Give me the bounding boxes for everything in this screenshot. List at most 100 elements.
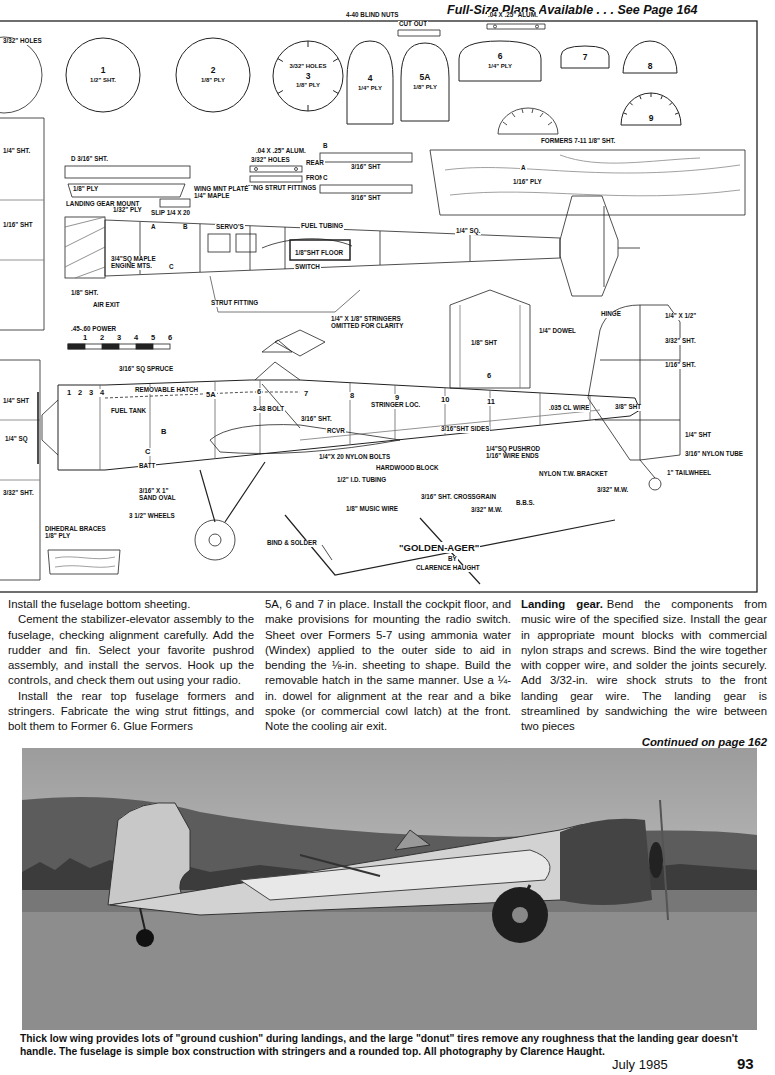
photo-caption: Thick low wing provides lots of "ground … <box>20 1033 757 1058</box>
former-number: 1 <box>100 66 107 75</box>
former-outline: 8 <box>622 40 678 74</box>
former-outline: 1 1/2" SHT. <box>65 37 141 113</box>
part-label: REMOVABLE HATCH <box>134 387 199 394</box>
part-label: DIHEDRAL BRACES 1/8" PLY <box>44 526 108 540</box>
body-text: Install the rear top fuselage formers an… <box>8 690 254 733</box>
former-outline: 61/4" PLY <box>458 40 542 82</box>
part-label: 1/8" SHT. <box>70 290 99 297</box>
part-label: A <box>520 165 527 172</box>
part-label: HINGE <box>600 311 622 318</box>
material-label: 1/2" SHT. <box>89 77 117 83</box>
part-label: 3/32" M.W. <box>470 507 503 514</box>
part-label: 1/32" PLY <box>112 207 143 214</box>
part-label: FORMERS 7-11 1/8" SHT. <box>540 138 616 145</box>
part-label: 1/4" SHT <box>684 432 712 439</box>
former-text: 3/32" HOLES31/8" PLY <box>272 40 344 112</box>
callout-number: 6 <box>167 334 173 342</box>
part-label: 1/8"SHT FLOOR <box>294 250 344 257</box>
paragraph: Continued on page 162 <box>521 735 767 750</box>
part-label: 1/4" X 1/8" STRINGERS OMITTED FOR CLARIT… <box>330 316 424 330</box>
part-label: 3/16" SHT. <box>300 416 333 423</box>
former-outline: 5A1/8" PLY <box>400 42 450 122</box>
part-label: D 3/16" SHT. <box>70 156 109 163</box>
part-label: C <box>168 264 175 271</box>
callout-number: 10 <box>440 396 450 404</box>
part-label: WING MNT PLATE 1/4" MAPLE <box>193 186 253 200</box>
callout-number: 3 <box>88 389 94 397</box>
part-label: .04 X .25" ALUM. <box>487 12 539 19</box>
callout-number: 7 <box>303 390 309 398</box>
paragraph: Install the fuselage bottom sheeting. <box>8 597 254 612</box>
part-label: FUEL TANK <box>110 408 147 415</box>
plan-drawing <box>0 21 757 592</box>
callout-number: 8 <box>349 392 355 400</box>
former-text: 9 <box>620 92 682 126</box>
part-label: STRINGER LOC. <box>370 402 421 409</box>
material-label: 1/4" PLY <box>357 85 383 91</box>
part-label: 3/32" HOLES <box>2 38 43 45</box>
former-number: 6 <box>497 52 504 61</box>
former-text: 5A1/8" PLY <box>400 42 450 122</box>
part-label: RCVR <box>326 428 346 435</box>
part-label: 1/4" SHT. <box>2 148 31 155</box>
former-outline: 7 <box>560 45 610 69</box>
paragraph: Landing gear.Bend the components from mu… <box>521 597 767 735</box>
callout-number: 9 <box>394 394 400 402</box>
callout-number: 1 <box>82 334 88 342</box>
part-label: 1/2" I.D. TUBING <box>336 477 387 484</box>
body-text: Install the fuselage bottom sheeting. <box>8 598 190 610</box>
part-label: FUEL TUBING <box>300 223 344 230</box>
part-label: SWITCH <box>294 264 321 271</box>
part-label: B <box>322 143 329 150</box>
part-label: BATT <box>138 463 156 470</box>
callout-number: 6 <box>486 372 492 380</box>
part-label: 1/4" SHT <box>2 398 30 405</box>
paragraph: 5A, 6 and 7 in place. Install the cockpi… <box>265 597 511 735</box>
former-number: 8 <box>647 62 654 71</box>
part-label: 1/4"SQ PUSHROD 1/16" WIRE ENDS <box>485 446 549 460</box>
callout-number: 4 <box>99 389 105 397</box>
part-label: 3/32" SHT. <box>2 490 35 497</box>
part-label: 1/8" SHT <box>470 340 498 347</box>
former-number: 3 <box>305 72 312 81</box>
callout-number: 5 <box>150 334 156 342</box>
part-label: 3/16" NYLON TUBE <box>684 451 744 458</box>
former-number: 4 <box>367 74 374 83</box>
part-label: 1/16" PLY <box>512 179 543 186</box>
photo <box>22 748 757 1030</box>
part-label: 4-40 BLIND NUTS <box>345 12 399 19</box>
issue-date: July 1985 <box>612 1057 668 1072</box>
part-label: SLIP 1/4 X 20 <box>150 210 191 217</box>
part-label: 3/32" SHT. <box>664 338 697 345</box>
callout-number: 6 <box>256 388 262 396</box>
part-label: 3/16" SHT. CROSSGRAIN <box>420 494 497 501</box>
part-label: 3/16" SHT <box>350 164 382 171</box>
body-text: Bend the components from music wire of t… <box>521 598 767 732</box>
part-label: 3/32" M.W. <box>596 487 629 494</box>
former-number: 2 <box>210 66 217 75</box>
part-label: A <box>150 224 157 231</box>
part-label: 3/4"SQ MAPLE ENGINE MTS. <box>110 256 168 270</box>
callout-number: 5A <box>205 391 217 399</box>
part-label: BY <box>447 556 458 563</box>
text-column: Install the fuselage bottom sheeting. Cem… <box>8 597 254 735</box>
callout-number: B <box>160 428 167 436</box>
part-label: 3/16"SHT SIDES <box>440 426 490 433</box>
material-label: 1/8" PLY <box>295 82 321 88</box>
body-text: Cement the stabilizer-elevator assembly … <box>8 613 254 686</box>
former-text: 1 1/2" SHT. <box>65 37 141 113</box>
part-label: 3/16" X 1" SAND OVAL <box>138 488 182 502</box>
former-text: 7 <box>560 45 610 69</box>
part-label: REAR <box>305 160 325 167</box>
former-number: 9 <box>648 114 655 123</box>
part-label: .035 CL WIRE <box>548 405 590 412</box>
paragraph: Install the rear top fuselage formers an… <box>8 689 254 735</box>
part-label: 1/4"X 20 NYLON BOLTS <box>318 454 391 461</box>
callout-number: C <box>144 448 151 456</box>
part-label: 1/4" SQ <box>4 436 29 443</box>
part-label: CUT OUT <box>398 21 428 28</box>
callout-number: 4 <box>133 334 139 342</box>
former-outline: 4 1/4" PLY <box>346 40 394 125</box>
